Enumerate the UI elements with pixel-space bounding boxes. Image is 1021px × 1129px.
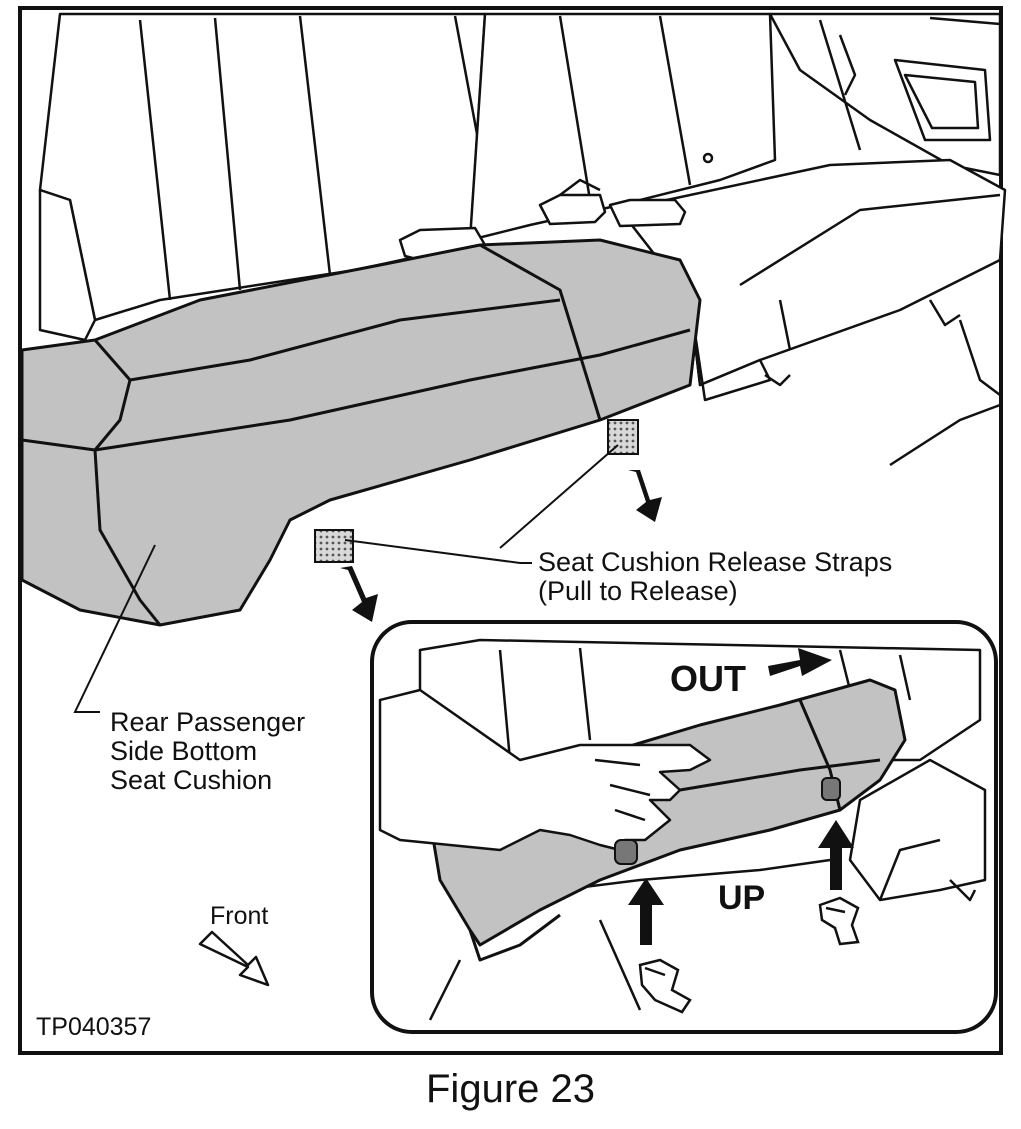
seat-belt-buckles <box>398 178 687 262</box>
seat-back-right <box>468 12 777 242</box>
front-label: Front <box>210 902 269 930</box>
inset-strap-right <box>821 777 841 801</box>
up-label: UP <box>718 879 766 917</box>
out-label: OUT <box>670 658 746 699</box>
out-arrow-icon <box>768 648 832 676</box>
up-arrow-right-icon <box>818 820 854 890</box>
seat-cushion-label: Rear Passenger Side Bottom Seat Cushion <box>110 707 306 796</box>
grip-right-icon <box>818 896 860 946</box>
figure-code: TP040357 <box>36 1013 152 1041</box>
up-arrow-left-icon <box>628 878 664 945</box>
grip-left-icon <box>638 958 692 1014</box>
floor-lines <box>889 319 1001 467</box>
hand-icon <box>378 688 712 852</box>
release-straps-label: Seat Cushion Release Straps (Pull to Rel… <box>538 547 893 607</box>
pull-arrow-left <box>340 566 378 622</box>
release-strap-left <box>314 529 354 563</box>
seat-back-hole <box>702 152 714 164</box>
figure-caption: Figure 23 <box>426 1067 595 1111</box>
highlighted-seat-cushion <box>20 238 702 627</box>
inset-strap-left <box>614 839 638 865</box>
front-arrow-icon <box>198 930 270 987</box>
inset-panel <box>370 620 998 1034</box>
leader-lines <box>73 444 619 713</box>
pull-arrow-right <box>628 470 662 522</box>
release-strap-right <box>607 419 639 455</box>
